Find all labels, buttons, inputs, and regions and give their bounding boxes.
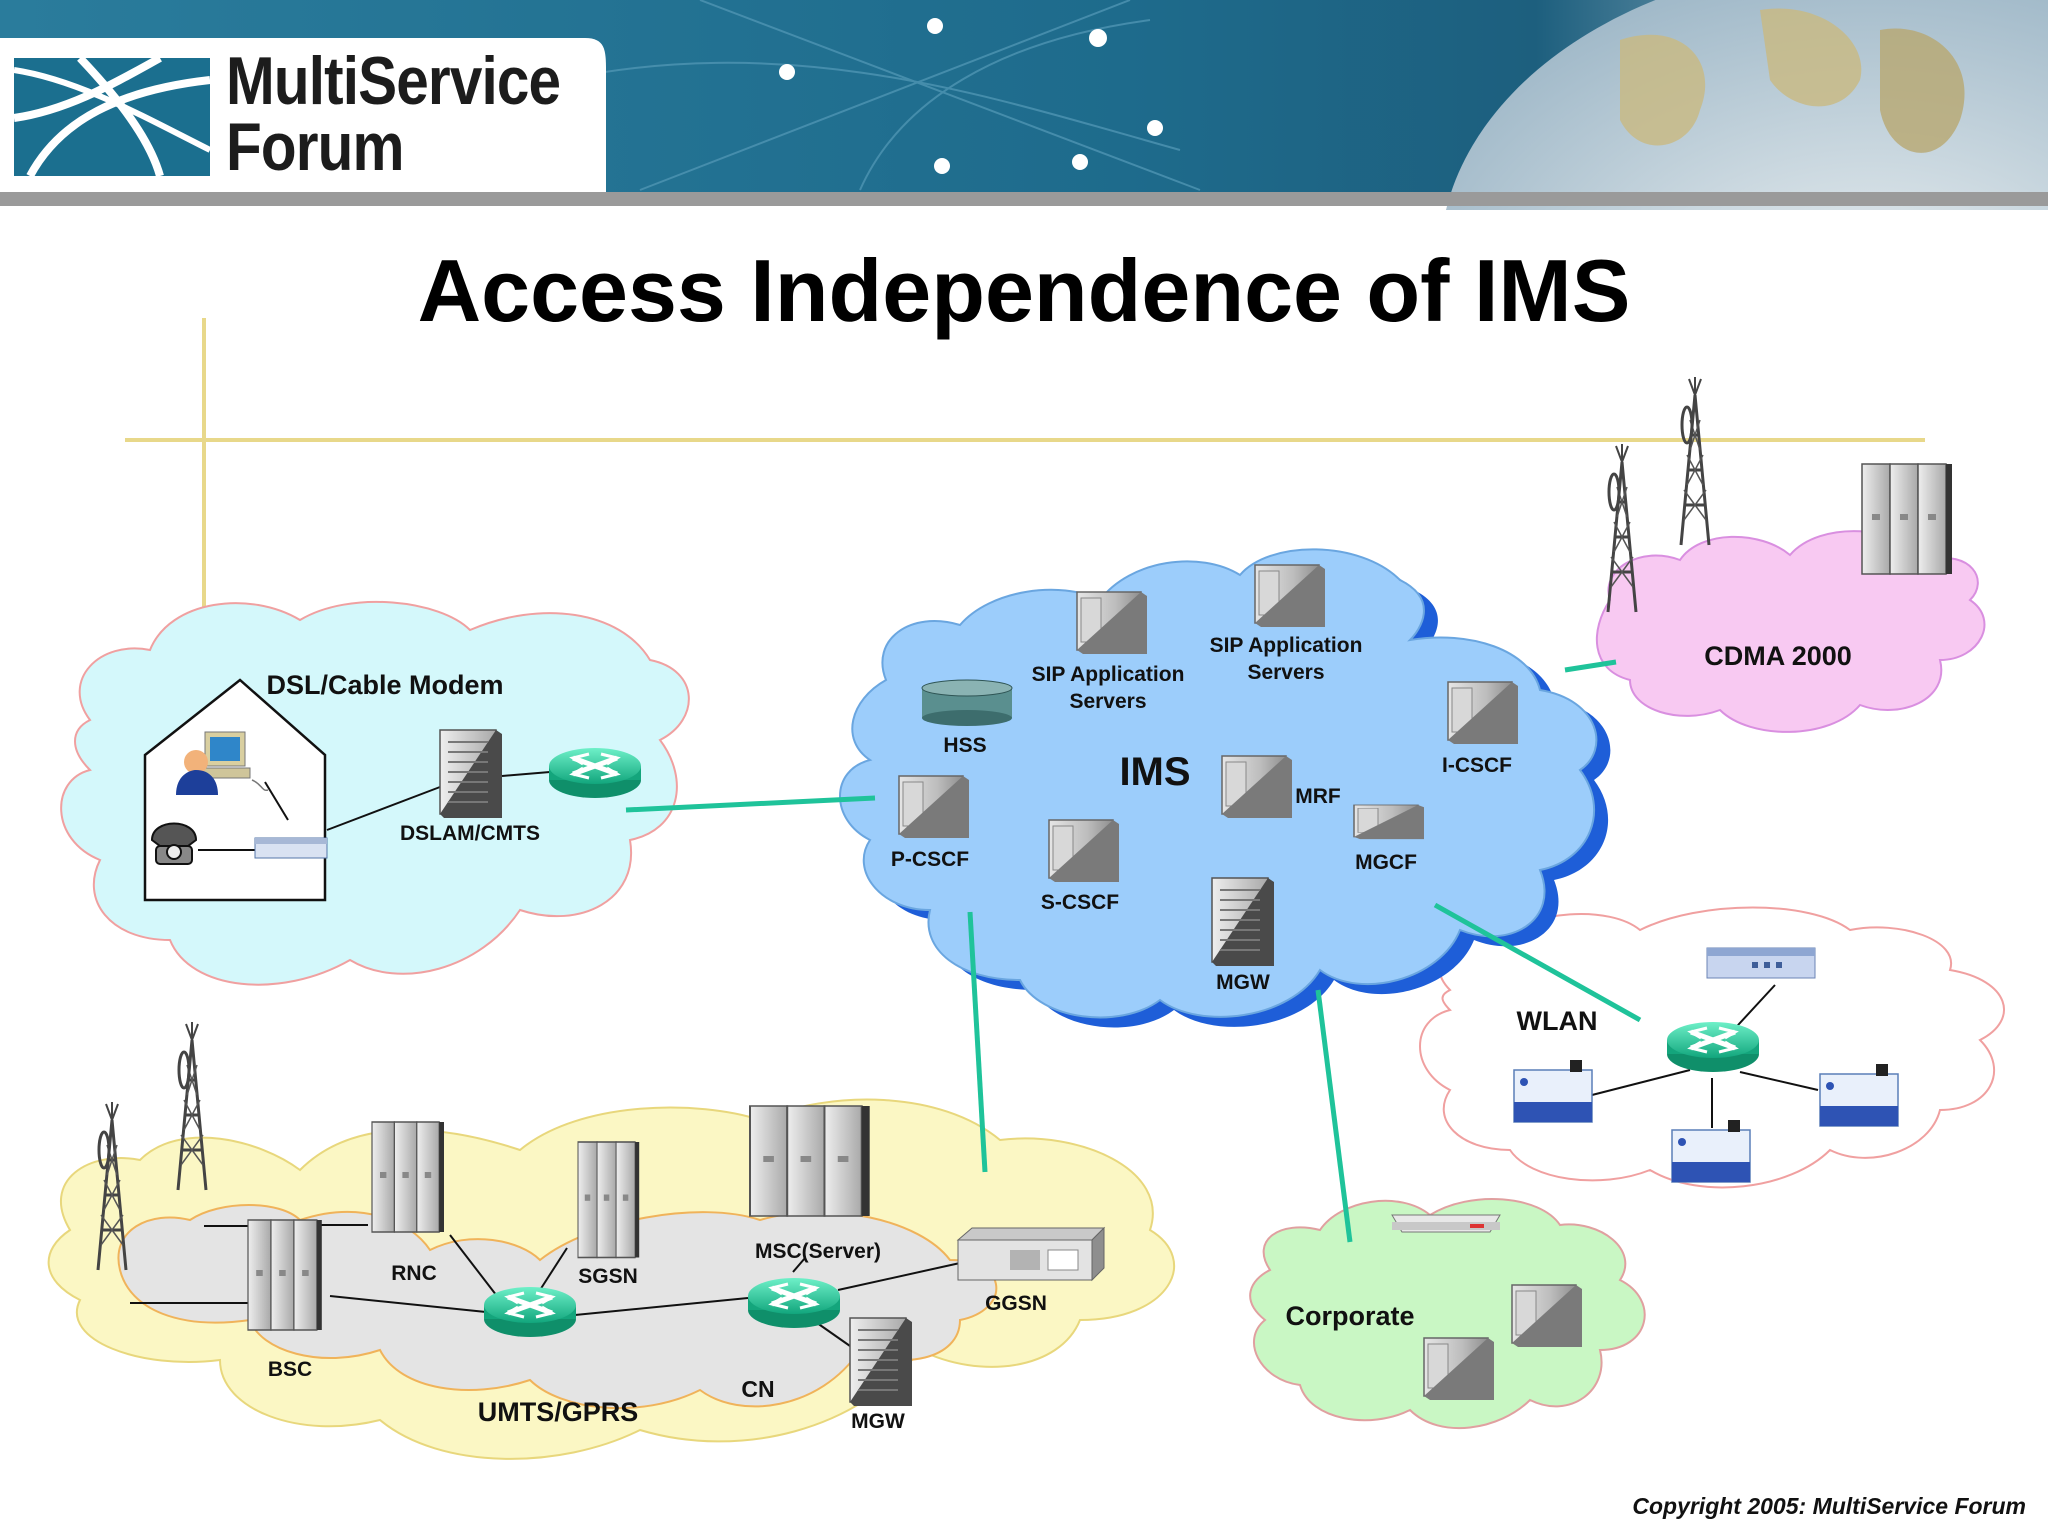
dslam-label: DSLAM/CMTS <box>400 822 540 845</box>
mgcf-server-icon <box>1353 804 1425 840</box>
s-cscf-label: S-CSCF <box>1041 891 1119 914</box>
pc-user-icon <box>176 731 269 795</box>
umts-cloud-label: UMTS/GPRS <box>478 1397 639 1427</box>
sip-as-1-label-line2: Servers <box>1069 690 1146 713</box>
copyright-notice: Copyright 2005: MultiService Forum <box>1632 1493 2026 1519</box>
sip-as-2-label-line1: SIP Application <box>1210 634 1363 657</box>
sgsn-label: SGSN <box>578 1265 638 1288</box>
phone-icon <box>150 822 198 865</box>
banner-stars <box>779 18 1163 174</box>
logo-line-1: MultiService <box>226 43 561 119</box>
ims-cloud-label: IMS <box>1119 750 1190 794</box>
corporate-server-2-icon <box>1423 1337 1495 1401</box>
dsl-cloud-label: DSL/Cable Modem <box>266 670 503 700</box>
i-cscf-server-icon <box>1447 681 1519 745</box>
ggsn-server-icon <box>956 1226 1106 1282</box>
cdma-cloud-label: CDMA 2000 <box>1704 641 1852 671</box>
logo-line-2: Forum <box>226 109 404 185</box>
dslam-rack-icon <box>439 729 503 819</box>
hss-label: HSS <box>943 734 986 757</box>
wlan-client-3-icon <box>1671 1119 1751 1183</box>
cdma-rack-icon <box>1861 463 1953 575</box>
wlan-client-2-icon <box>1819 1063 1899 1127</box>
dsl-router-icon <box>549 748 641 798</box>
logo-wordmark: MultiService Forum <box>226 43 561 185</box>
cdma-tower-2-icon <box>1679 375 1711 547</box>
slide-title: Access Independence of IMS <box>417 241 1631 340</box>
umts-router-2-icon <box>748 1278 840 1328</box>
ims-mgw-rack-icon <box>1211 877 1275 967</box>
mgcf-label: MGCF <box>1355 851 1417 874</box>
header-banner <box>0 0 2048 210</box>
bsc-rack-icon <box>247 1219 323 1331</box>
sip-as-2-label-line2: Servers <box>1247 661 1324 684</box>
msc-rack-icon <box>749 1105 871 1217</box>
corporate-server-1-icon <box>1511 1284 1583 1348</box>
msf-logo-icon <box>13 54 212 178</box>
hss-database-icon <box>921 679 1013 726</box>
rnc-rack-icon <box>371 1121 445 1233</box>
sgsn-rack-icon <box>577 1141 640 1259</box>
sip-as-1-label-line1: SIP Application <box>1032 663 1185 686</box>
mrf-label: MRF <box>1295 785 1341 808</box>
cable-modem-icon <box>254 837 328 859</box>
bsc-label: BSC <box>268 1358 312 1381</box>
p-cscf-label: P-CSCF <box>891 848 969 871</box>
access-links <box>625 659 1642 1243</box>
rnc-label: RNC <box>391 1262 437 1285</box>
wlan-router-icon <box>1667 1022 1759 1072</box>
wlan-cloud-label: WLAN <box>1517 1006 1598 1036</box>
ims-mgw-label: MGW <box>1216 971 1270 994</box>
sip-as-2-server-icon <box>1254 564 1326 628</box>
umts-router-1-icon <box>484 1287 576 1337</box>
cn-mgw-label: MGW <box>851 1410 905 1433</box>
mrf-server-icon <box>1221 755 1293 819</box>
corporate-switch-icon <box>1391 1214 1501 1233</box>
p-cscf-server-icon <box>898 775 970 839</box>
corporate-cloud <box>1249 1198 1646 1430</box>
msc-label: MSC(Server) <box>755 1240 881 1263</box>
cn-cloud-label: CN <box>741 1376 774 1402</box>
ims-cloud <box>839 548 1598 1019</box>
umts-links <box>130 1224 961 1347</box>
cn-mgw-rack-icon <box>849 1317 913 1407</box>
wlan-access-point-icon <box>1706 947 1816 979</box>
cdma-cloud <box>1596 530 1986 733</box>
ggsn-label: GGSN <box>985 1292 1047 1315</box>
s-cscf-server-icon <box>1048 819 1120 883</box>
corporate-cloud-label: Corporate <box>1285 1301 1414 1331</box>
wlan-client-1-icon <box>1513 1059 1593 1123</box>
i-cscf-label: I-CSCF <box>1442 754 1512 777</box>
sip-as-1-server-icon <box>1076 591 1148 655</box>
